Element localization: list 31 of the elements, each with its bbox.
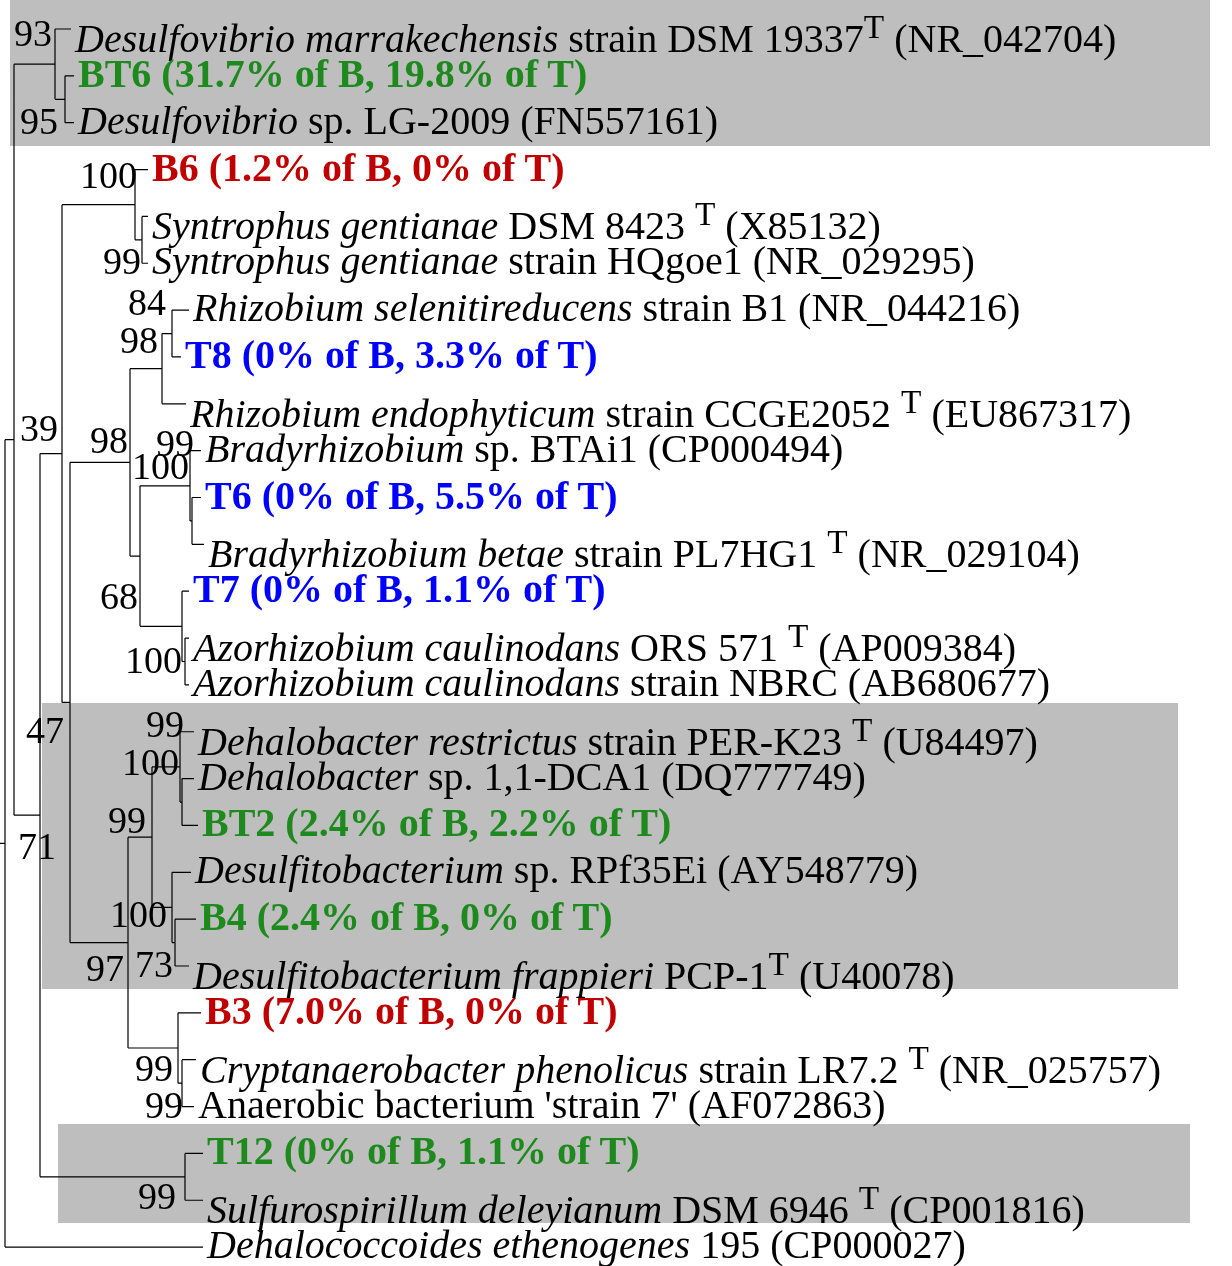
bootstrap-value: 99: [146, 704, 184, 744]
clone-label: T6 (0% of B, 5.5% of T): [205, 473, 618, 518]
bootstrap-value: 99: [145, 1085, 183, 1125]
bootstrap-value: 99: [108, 800, 146, 840]
bootstrap-value: 99: [135, 1048, 173, 1088]
bootstrap-value: 100: [125, 640, 182, 680]
clone-label: B6 (1.2% of B, 0% of T): [152, 145, 565, 190]
bootstrap-value: 47: [26, 710, 64, 750]
taxon-label: Desulfitobacterium frappieri PCP-1$^{T}$ (U40078): [193, 942, 955, 999]
taxon-label: Desulfovibrio sp. LG-2009 (FN557161): [78, 98, 718, 143]
bootstrap-value: 99: [138, 1176, 176, 1216]
bootstrap-value: 97: [86, 948, 124, 988]
bootstrap-value: 39: [20, 408, 58, 448]
bootstrap-value: 73: [135, 944, 173, 984]
bootstrap-value: 68: [100, 576, 138, 616]
clone-label: BT2 (2.4% of B, 2.2% of T): [202, 801, 672, 846]
clone-label: B4 (2.4% of B, 0% of T): [200, 895, 613, 940]
bootstrap-value: 100: [80, 155, 137, 195]
bootstrap-value: 93: [14, 13, 52, 53]
clone-label: T12 (0% of B, 1.1% of T): [207, 1129, 640, 1174]
taxon-label: Dehalobacter sp. 1,1-DCA1 (DQ777749): [198, 754, 866, 799]
bootstrap-value: 99: [103, 241, 141, 281]
bootstrap-value: 95: [20, 101, 58, 141]
bootstrap-value: 84: [128, 282, 166, 322]
bootstrap-value: 100: [122, 742, 179, 782]
clone-label: T8 (0% of B, 3.3% of T): [185, 332, 598, 377]
bootstrap-value: 98: [90, 420, 128, 460]
bootstrap-value: 98: [120, 320, 158, 360]
taxon-label: Desulfitobacterium sp. RPf35Ei (AY548779): [195, 848, 918, 893]
taxon-label: Rhizobium selenitireducens strain B1 (NR_044216): [193, 286, 1021, 331]
highlight-band: [10, 0, 1210, 146]
